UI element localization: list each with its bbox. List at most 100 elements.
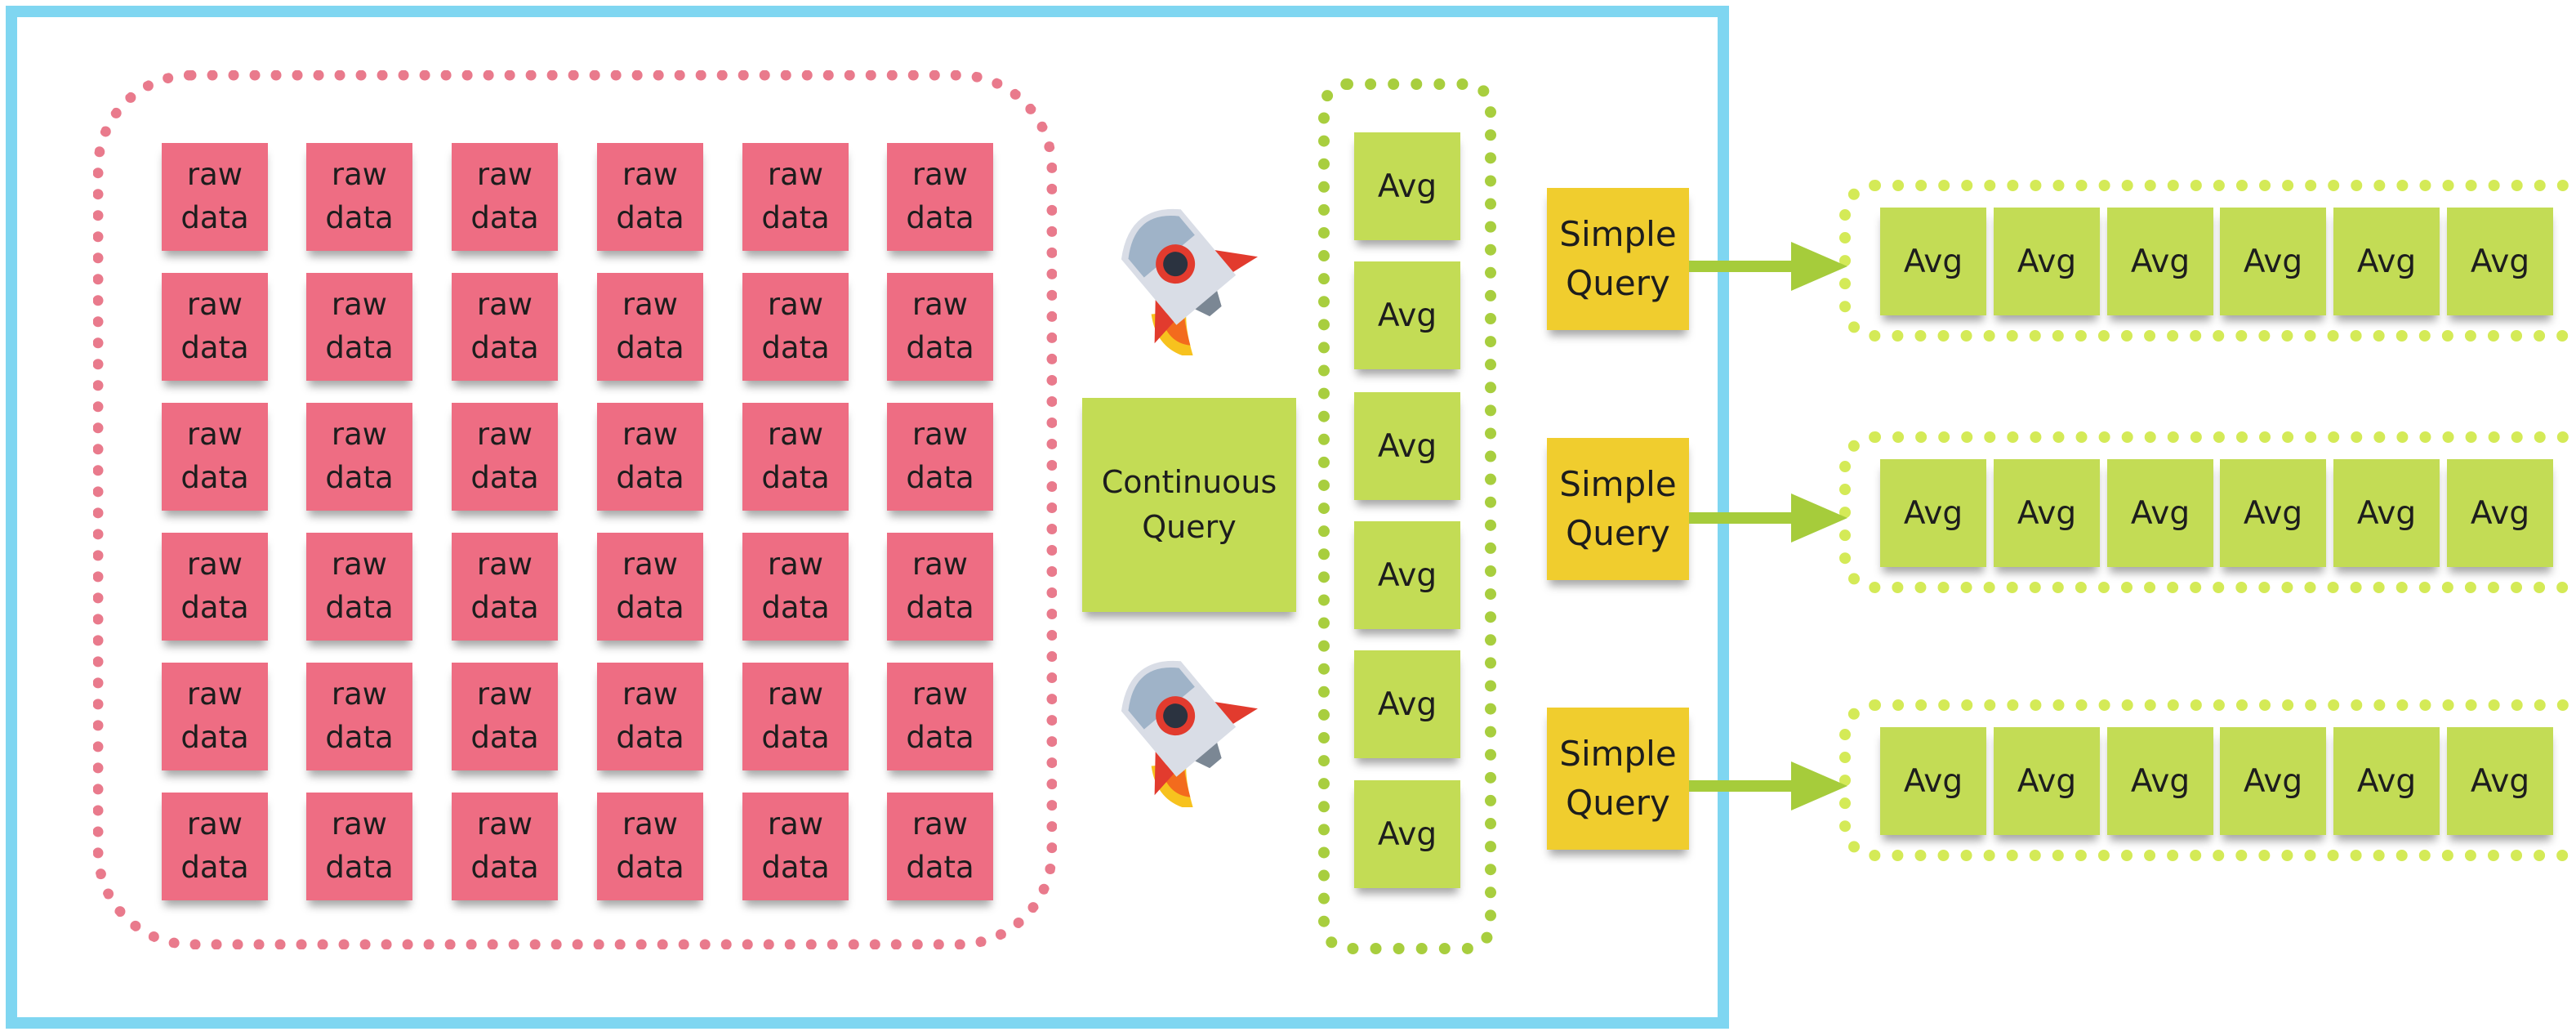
avg-label: Avg [1377,167,1437,205]
raw-data-note: raw data [887,273,993,381]
raw-data-note: raw data [306,403,412,511]
raw-data-label: raw data [761,677,830,755]
avg-note: Avg [1354,261,1460,369]
avg-label: Avg [2017,762,2077,800]
avg-note: Avg [2107,208,2213,315]
raw-data-note: raw data [887,403,993,511]
raw-data-note: raw data [597,403,703,511]
avg-note: Avg [1354,521,1460,629]
avg-label: Avg [2470,762,2530,800]
simple-query-note: Simple Query [1547,708,1689,850]
avg-label: Avg [2356,243,2417,280]
raw-data-label: raw data [325,157,394,235]
simple-query-label: Simple Query [1559,734,1677,823]
avg-label: Avg [2130,243,2190,280]
avg-note: Avg [2107,459,2213,567]
raw-data-note: raw data [597,143,703,251]
avg-label: Avg [2017,243,2077,280]
raw-data-label: raw data [470,547,539,625]
raw-data-label: raw data [616,547,684,625]
avg-note: Avg [1994,459,2100,567]
raw-data-label: raw data [180,806,249,885]
raw-data-note: raw data [742,533,849,641]
avg-note: Avg [1354,780,1460,888]
avg-label: Avg [1377,556,1437,594]
avg-label: Avg [1903,762,1963,800]
raw-data-label: raw data [906,806,974,885]
continuous-query-label: Continuous Query [1101,463,1277,545]
avg-label: Avg [1903,494,1963,532]
simple-query-note: Simple Query [1547,438,1689,580]
avg-label: Avg [1903,243,1963,280]
raw-data-label: raw data [470,677,539,755]
raw-data-label: raw data [616,157,684,235]
raw-data-note: raw data [597,533,703,641]
avg-label: Avg [2243,243,2303,280]
raw-data-label: raw data [325,547,394,625]
avg-note: Avg [1880,459,1986,567]
avg-label: Avg [2017,494,2077,532]
raw-data-label: raw data [906,677,974,755]
avg-note: Avg [1994,727,2100,835]
avg-label: Avg [1377,427,1437,465]
raw-data-note: raw data [306,533,412,641]
avg-note: Avg [2107,727,2213,835]
avg-label: Avg [2243,762,2303,800]
raw-data-note: raw data [742,793,849,900]
simple-query-label: Simple Query [1559,464,1677,553]
raw-data-label: raw data [470,806,539,885]
raw-data-note: raw data [162,533,268,641]
raw-data-note: raw data [162,663,268,770]
raw-data-note: raw data [452,403,558,511]
rocket-icon [1121,660,1258,807]
raw-data-label: raw data [761,806,830,885]
raw-data-label: raw data [906,547,974,625]
raw-data-label: raw data [906,417,974,495]
avg-label: Avg [2130,494,2190,532]
raw-data-label: raw data [470,287,539,365]
rocket-icon [1121,208,1258,355]
avg-note: Avg [2220,459,2326,567]
avg-note: Avg [2220,208,2326,315]
avg-label: Avg [2470,494,2530,532]
raw-data-label: raw data [761,417,830,495]
raw-data-label: raw data [470,417,539,495]
avg-label: Avg [1377,297,1437,334]
avg-note: Avg [1880,208,1986,315]
raw-data-note: raw data [162,273,268,381]
raw-data-note: raw data [887,533,993,641]
raw-data-note: raw data [887,143,993,251]
raw-data-label: raw data [325,417,394,495]
arrow-right-icon [1689,242,1847,291]
raw-data-label: raw data [470,157,539,235]
raw-data-note: raw data [306,273,412,381]
raw-data-note: raw data [162,403,268,511]
raw-data-note: raw data [887,663,993,770]
avg-label: Avg [2130,762,2190,800]
avg-row-group [1839,699,2576,861]
raw-data-label: raw data [180,677,249,755]
avg-label: Avg [2470,243,2530,280]
raw-data-note: raw data [742,143,849,251]
raw-data-label: raw data [761,547,830,625]
arrow-right-icon [1689,493,1847,543]
raw-data-note: raw data [887,793,993,900]
avg-note: Avg [1354,650,1460,758]
raw-data-note: raw data [452,793,558,900]
raw-data-note: raw data [306,143,412,251]
raw-data-label: raw data [616,287,684,365]
avg-note: Avg [2333,459,2440,567]
raw-data-label: raw data [180,157,249,235]
arrow-right-icon [1689,761,1847,810]
raw-data-note: raw data [452,143,558,251]
raw-data-label: raw data [325,806,394,885]
raw-data-label: raw data [325,677,394,755]
avg-note: Avg [1994,208,2100,315]
avg-column-group [1318,78,1496,954]
raw-data-label: raw data [180,417,249,495]
avg-note: Avg [1354,132,1460,240]
raw-data-note: raw data [742,663,849,770]
raw-data-note: raw data [162,143,268,251]
avg-row-group [1839,180,2576,342]
raw-data-note: raw data [452,273,558,381]
